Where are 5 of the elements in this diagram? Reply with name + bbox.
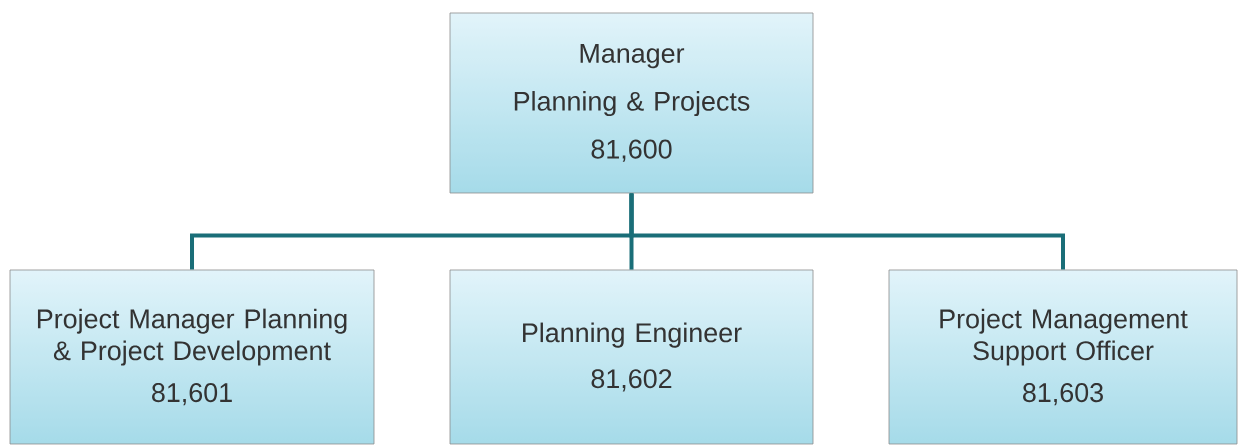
org-box: Manager Planning & Projects 81,600	[449, 12, 814, 194]
connector-line	[629, 193, 1065, 270]
org-box: Planning Engineer 81,602	[449, 269, 814, 445]
org-box: Project Manager Planning & Project Development 81,601	[9, 269, 375, 445]
org-box: Project Management Support Officer 81,603	[888, 269, 1238, 445]
